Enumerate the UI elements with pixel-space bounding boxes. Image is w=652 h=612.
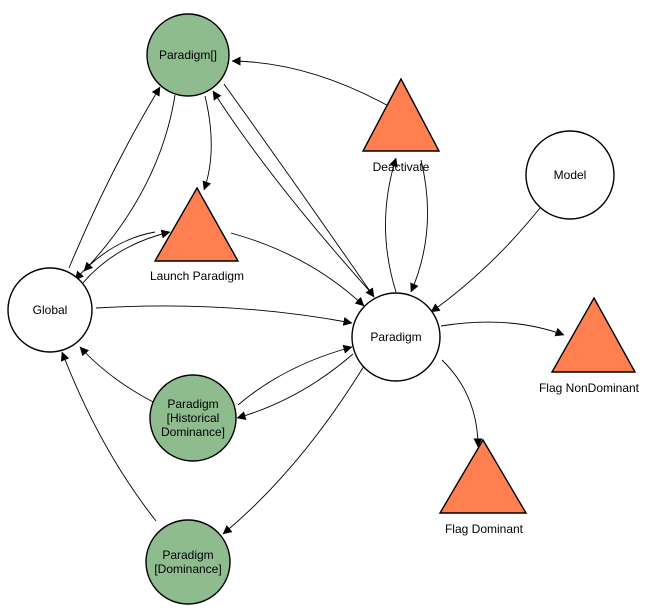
model-circle[interactable]	[525, 130, 615, 220]
edge-paradigm-to-flag-dominant	[441, 359, 483, 448]
deactivate-triangle[interactable]	[361, 77, 441, 152]
paradigm-label: Paradigm	[370, 330, 421, 344]
flag-dominant-label: Flag Dominant	[445, 522, 524, 536]
flag-dominant-triangle[interactable]	[438, 438, 528, 514]
node-paradigm-set[interactable]: Paradigm[]	[146, 13, 230, 97]
dominance-label: Paradigm	[162, 548, 213, 562]
edge-paradigm-to-historical	[236, 353, 354, 420]
node-flag-dominant[interactable]: Flag Dominant	[438, 438, 528, 536]
edge-paradigm-to-dominance	[222, 365, 365, 535]
dominance-circle[interactable]	[145, 519, 231, 605]
historical-label: Paradigm	[167, 397, 218, 411]
edge-paradigm-set-to-launch	[202, 95, 212, 191]
edge-paradigm-set-to-paradigm	[223, 83, 375, 298]
edge-launch-to-global	[74, 231, 156, 281]
paradigm-set-circle[interactable]	[146, 13, 230, 97]
launch-triangle[interactable]	[153, 186, 240, 262]
edges-layer	[60, 56, 565, 535]
edge-global-to-launch	[81, 229, 171, 285]
flag-nondominant-label: Flag NonDominant	[539, 381, 640, 395]
edge-global-to-paradigm	[95, 305, 353, 326]
historical-circle[interactable]	[149, 374, 237, 462]
edge-dominance-to-global	[60, 351, 157, 522]
dominance-label: [Dominance]	[154, 562, 221, 576]
node-paradigm[interactable]: Paradigm	[351, 292, 441, 382]
nodes-layer: Paradigm[]GlobalParadigmModelParadigm[Hi…	[7, 13, 640, 605]
edge-model-to-paradigm	[430, 207, 541, 313]
node-launch[interactable]: Launch Paradigm	[150, 186, 244, 283]
edge-deactivate-to-paradigm-set	[231, 56, 393, 109]
model-label: Model	[554, 168, 587, 182]
edge-paradigm-to-flag-nondominant	[440, 321, 565, 337]
edge-paradigm-set-to-global	[83, 94, 176, 272]
global-label: Global	[33, 303, 68, 317]
node-model[interactable]: Model	[525, 130, 615, 220]
launch-label: Launch Paradigm	[150, 269, 244, 283]
edge-historical-to-paradigm	[237, 344, 353, 406]
edge-paradigm-to-deactivate	[385, 157, 398, 293]
flag-nondominant-triangle[interactable]	[550, 296, 637, 373]
historical-label: Dominance]	[161, 425, 225, 439]
node-global[interactable]: Global	[7, 267, 93, 353]
paradigm-set-label: Paradigm[]	[159, 48, 217, 62]
edge-deactivate-to-paradigm	[410, 159, 428, 293]
node-flag-nondominant[interactable]: Flag NonDominant	[539, 296, 640, 395]
deactivate-label: Deactivate	[373, 160, 430, 174]
edge-launch-to-paradigm	[230, 232, 365, 307]
edge-paradigm-to-paradigm-set	[212, 90, 375, 297]
node-deactivate[interactable]: Deactivate	[361, 77, 441, 174]
historical-label: [Historical	[167, 411, 220, 425]
paradigm-circle[interactable]	[351, 292, 441, 382]
global-circle[interactable]	[7, 267, 93, 353]
edge-global-to-paradigm-set	[68, 86, 161, 269]
edge-historical-to-global	[79, 346, 158, 405]
node-dominance[interactable]: Paradigm[Dominance]	[145, 519, 231, 605]
